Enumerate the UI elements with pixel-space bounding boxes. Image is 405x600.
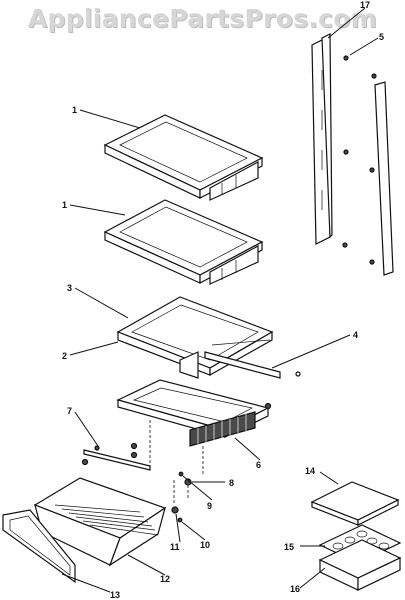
- drawer-slide-rail[interactable]: [81, 442, 151, 471]
- callout-15: 15: [284, 542, 294, 552]
- callout-10: 10: [200, 540, 210, 550]
- callout-2: 2: [62, 351, 67, 361]
- callout-4: 4: [353, 330, 358, 340]
- callout-5: 5: [379, 32, 384, 42]
- callout-14: 14: [305, 466, 315, 476]
- roller-part-11[interactable]: [171, 506, 179, 514]
- callout-1b: 1: [62, 200, 67, 210]
- callout-labels: 1 1 2 3 4 5 6 7 8 9 10 11 12 13 14 15 16…: [62, 0, 384, 600]
- screw-part-9[interactable]: [178, 471, 184, 477]
- callout-1a: 1: [72, 105, 77, 115]
- egg-tray-cover[interactable]: [310, 481, 400, 526]
- callout-17: 17: [360, 0, 370, 10]
- glass-shelf-upper[interactable]: [103, 114, 264, 201]
- callout-13: 13: [110, 590, 120, 600]
- crisper-cover-frame[interactable]: [116, 296, 274, 379]
- egg-bin[interactable]: [318, 539, 402, 591]
- shelf-support-rail[interactable]: [369, 73, 394, 276]
- shelf-support-channel[interactable]: [311, 33, 349, 248]
- callout-16: 16: [290, 584, 300, 594]
- callout-8: 8: [229, 478, 234, 488]
- callout-leader-lines: [61, 7, 379, 593]
- screw-part-10[interactable]: [177, 517, 183, 523]
- callout-11: 11: [170, 542, 180, 552]
- glass-shelf-lower[interactable]: [103, 199, 264, 285]
- crisper-cover-rod[interactable]: [204, 351, 301, 379]
- assembly-guide-lines: [149, 420, 204, 505]
- callout-7: 7: [67, 406, 72, 416]
- callout-12: 12: [160, 574, 170, 584]
- callout-6: 6: [256, 460, 261, 470]
- callout-9: 9: [207, 501, 212, 511]
- crisper-drawer-front[interactable]: [2, 509, 76, 584]
- crisper-pan[interactable]: [33, 477, 167, 567]
- callout-3: 3: [67, 283, 72, 293]
- crisper-frame[interactable]: [116, 379, 272, 447]
